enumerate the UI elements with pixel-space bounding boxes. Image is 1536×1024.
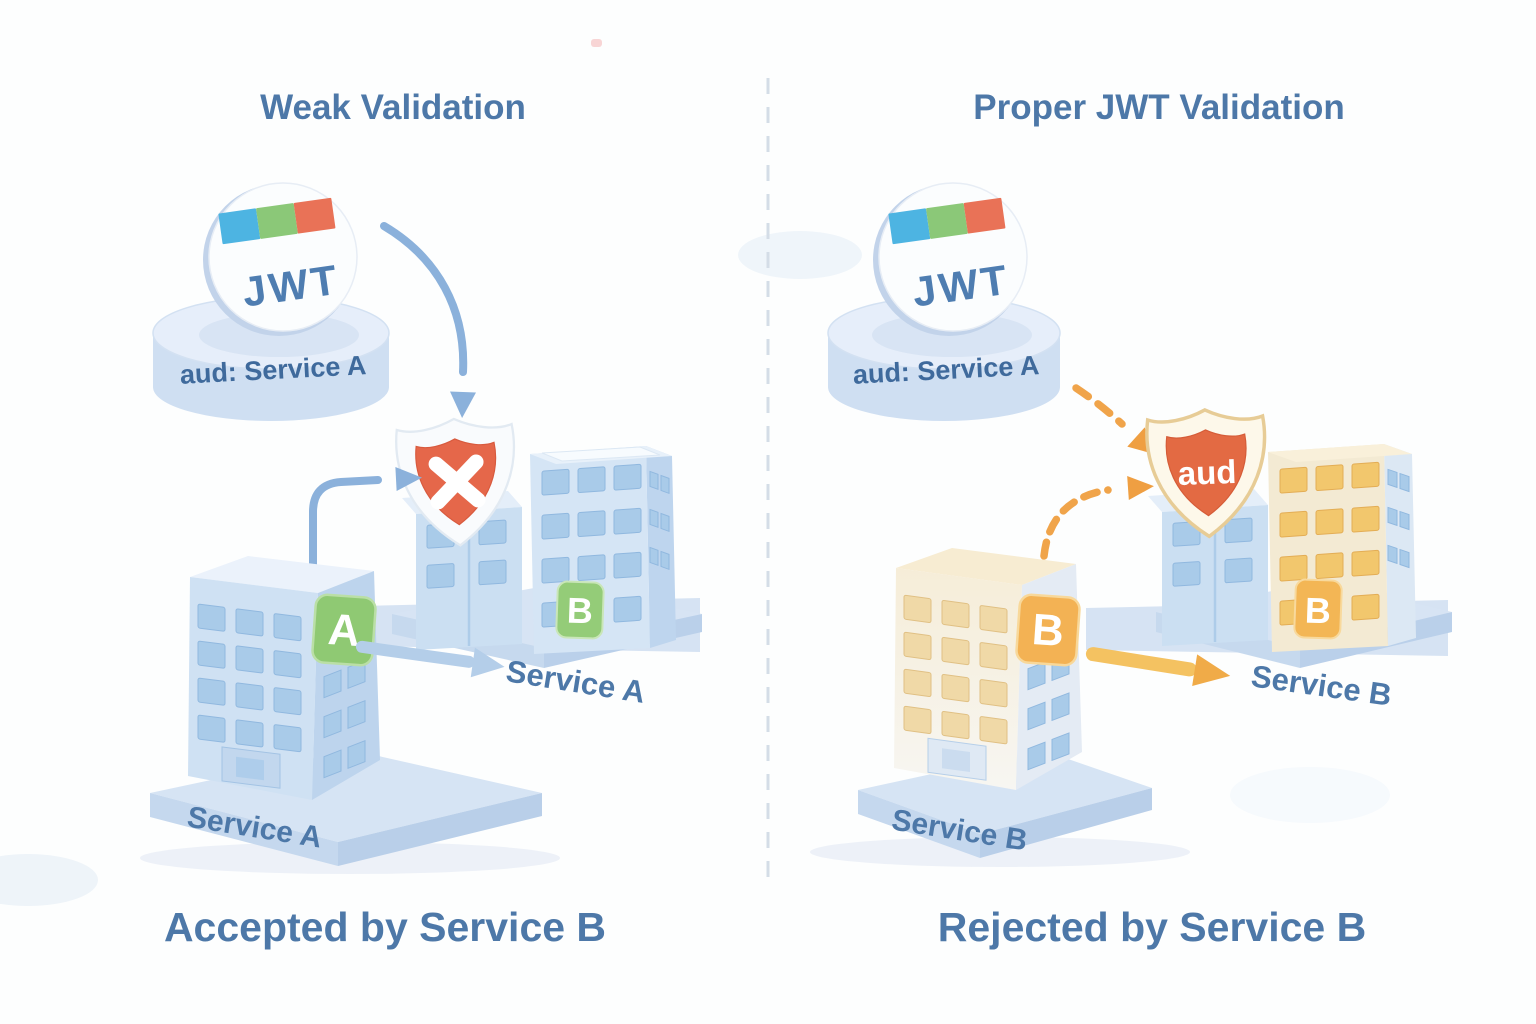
call-arrow-label: Service B bbox=[1249, 658, 1394, 712]
aud-claim-disk: aud: Service A bbox=[827, 296, 1061, 421]
windows-grid bbox=[903, 594, 1008, 781]
jwt-token-coin: JWT bbox=[873, 182, 1028, 336]
pink-dot-artifact bbox=[591, 39, 602, 47]
building-service-a: A Service A bbox=[140, 556, 560, 874]
side-windows-grid bbox=[1387, 468, 1410, 569]
result-caption: Accepted by Service B bbox=[164, 904, 606, 950]
badge-a: A bbox=[311, 593, 377, 667]
aud-check-shield-icon: aud bbox=[1145, 408, 1267, 539]
badge-b: B bbox=[555, 580, 605, 640]
shield-label: aud bbox=[1177, 453, 1237, 492]
service-b-building-tall: B bbox=[530, 446, 676, 654]
badge-b-front-label: B bbox=[1030, 605, 1065, 656]
badge-b: B bbox=[1293, 578, 1343, 640]
service-b-building-tall: B bbox=[1268, 444, 1416, 652]
jwt-stripe-icon bbox=[218, 197, 336, 245]
panel-proper-validation: Proper JWT Validation aud: Service A JWT bbox=[810, 88, 1452, 950]
call-arrow bbox=[1085, 647, 1231, 687]
call-arrow-label: Service A bbox=[504, 653, 648, 709]
badge-b-front: B bbox=[1015, 593, 1081, 667]
validation-failed-shield-icon bbox=[395, 417, 515, 547]
request-check-arrow bbox=[1040, 476, 1154, 560]
request-arrow bbox=[309, 467, 422, 590]
panel-title: Weak Validation bbox=[260, 88, 526, 127]
windows-grid bbox=[197, 603, 302, 789]
panel-title: Proper JWT Validation bbox=[973, 88, 1344, 127]
windows-grid bbox=[1172, 517, 1253, 587]
side-windows-grid bbox=[649, 470, 670, 571]
call-arrow bbox=[355, 640, 505, 678]
building-service-b: B Service B bbox=[810, 548, 1190, 867]
jwt-stripe-icon bbox=[888, 197, 1006, 245]
side-windows-grid bbox=[323, 659, 366, 779]
windows-grid bbox=[1279, 461, 1380, 626]
jwt-token-coin: JWT bbox=[203, 182, 358, 336]
result-caption: Rejected by Service B bbox=[938, 904, 1366, 950]
token-flow-arrow bbox=[380, 222, 476, 418]
badge-b-label: B bbox=[566, 590, 593, 632]
panel-weak-validation: Weak Validation aud: Service A JWT bbox=[140, 88, 702, 950]
badge-a-label: A bbox=[326, 605, 361, 656]
badge-b-label: B bbox=[1304, 590, 1331, 632]
x-mark-icon bbox=[428, 454, 486, 510]
